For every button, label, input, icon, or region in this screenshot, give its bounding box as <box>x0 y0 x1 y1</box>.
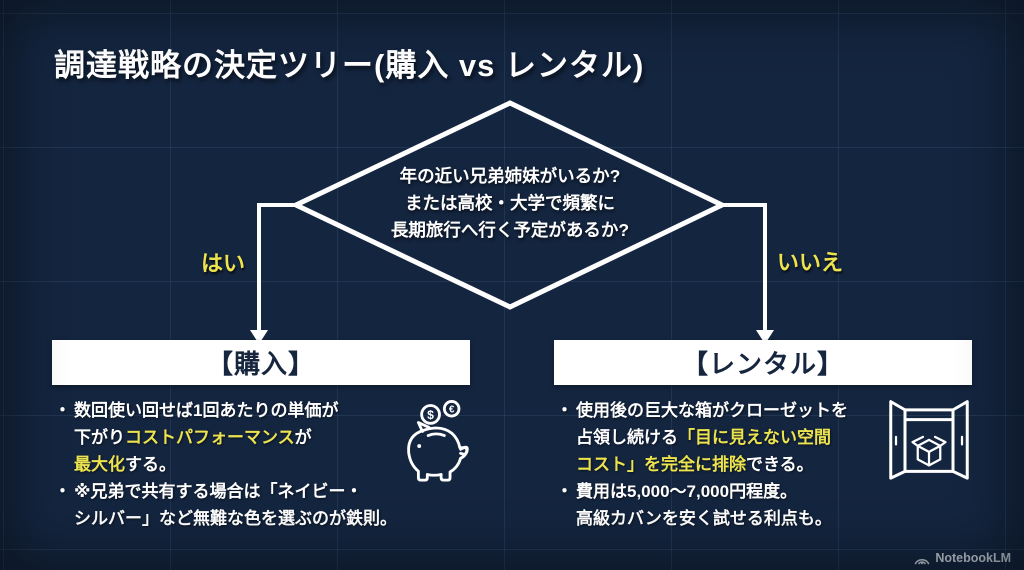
bullet-item: ・数回使い回せば1回あたりの単価が下がりコストパフォーマンスが最大化する。 <box>54 397 399 478</box>
purchase-box-label: 【購入】 <box>206 349 315 379</box>
no-connector-line <box>722 203 767 331</box>
svg-text:$: $ <box>427 408 434 422</box>
branch-label-no: いいえ <box>777 250 844 275</box>
notebooklm-watermark: NotebookLM <box>914 551 1011 565</box>
bullet-text: 使用後の巨大な箱がクローゼットを占領し続ける「目に見えない空間コスト」を完全に排… <box>576 401 848 474</box>
piggy-bank-icon: $ € <box>407 400 469 482</box>
decision-question-line: または高校・大学で頻繁に <box>405 193 615 213</box>
decision-question-line: 年の近い兄弟姉妹がいるか? <box>399 166 621 186</box>
yes-connector-line <box>257 203 296 331</box>
bullet-text: 数回使い回せば1回あたりの単価が下がりコストパフォーマンスが最大化する。 <box>74 401 339 474</box>
purchase-box: 【購入】 <box>52 340 470 385</box>
bullet-text: 費用は5,000〜7,000円程度。高級カバンを安く試せる利点も。 <box>576 482 832 528</box>
bullet-marker: ・ <box>54 401 71 420</box>
bullet-marker: ・ <box>556 401 573 420</box>
bullet-marker: ・ <box>54 482 71 501</box>
yes-arrowhead-icon <box>250 330 268 344</box>
page-title: 調達戦略の決定ツリー(購入 vs レンタル) <box>54 48 645 83</box>
purchase-bullets: ・数回使い回せば1回あたりの単価が下がりコストパフォーマンスが最大化する。・※兄… <box>54 397 399 532</box>
no-arrowhead-icon <box>756 330 774 344</box>
notebooklm-label: NotebookLM <box>935 551 1011 565</box>
decision-question: 年の近い兄弟姉妹がいるか? または高校・大学で頻繁に 長期旅行へ行く予定があるか… <box>310 163 710 244</box>
branch-label-yes: はい <box>200 251 245 276</box>
notebooklm-icon <box>915 558 930 564</box>
svg-text:€: € <box>449 404 455 415</box>
bullet-marker: ・ <box>556 482 573 501</box>
bullet-item: ・※兄弟で共有する場合は「ネイビー・シルバー」など無難な色を選ぶのが鉄則。 <box>54 478 399 532</box>
bullet-text: ※兄弟で共有する場合は「ネイビー・シルバー」など無難な色を選ぶのが鉄則。 <box>74 482 397 528</box>
decision-diamond <box>290 100 728 310</box>
open-wardrobe-icon <box>889 400 969 480</box>
rental-box-label: 【レンタル】 <box>681 349 844 379</box>
bullet-item: ・使用後の巨大な箱がクローゼットを占領し続ける「目に見えない空間コスト」を完全に… <box>556 397 901 478</box>
decision-question-line: 長期旅行へ行く予定があるか? <box>390 220 630 240</box>
rental-box: 【レンタル】 <box>554 340 972 385</box>
bullet-item: ・費用は5,000〜7,000円程度。高級カバンを安く試せる利点も。 <box>556 478 901 532</box>
rental-bullets: ・使用後の巨大な箱がクローゼットを占領し続ける「目に見えない空間コスト」を完全に… <box>556 397 901 532</box>
